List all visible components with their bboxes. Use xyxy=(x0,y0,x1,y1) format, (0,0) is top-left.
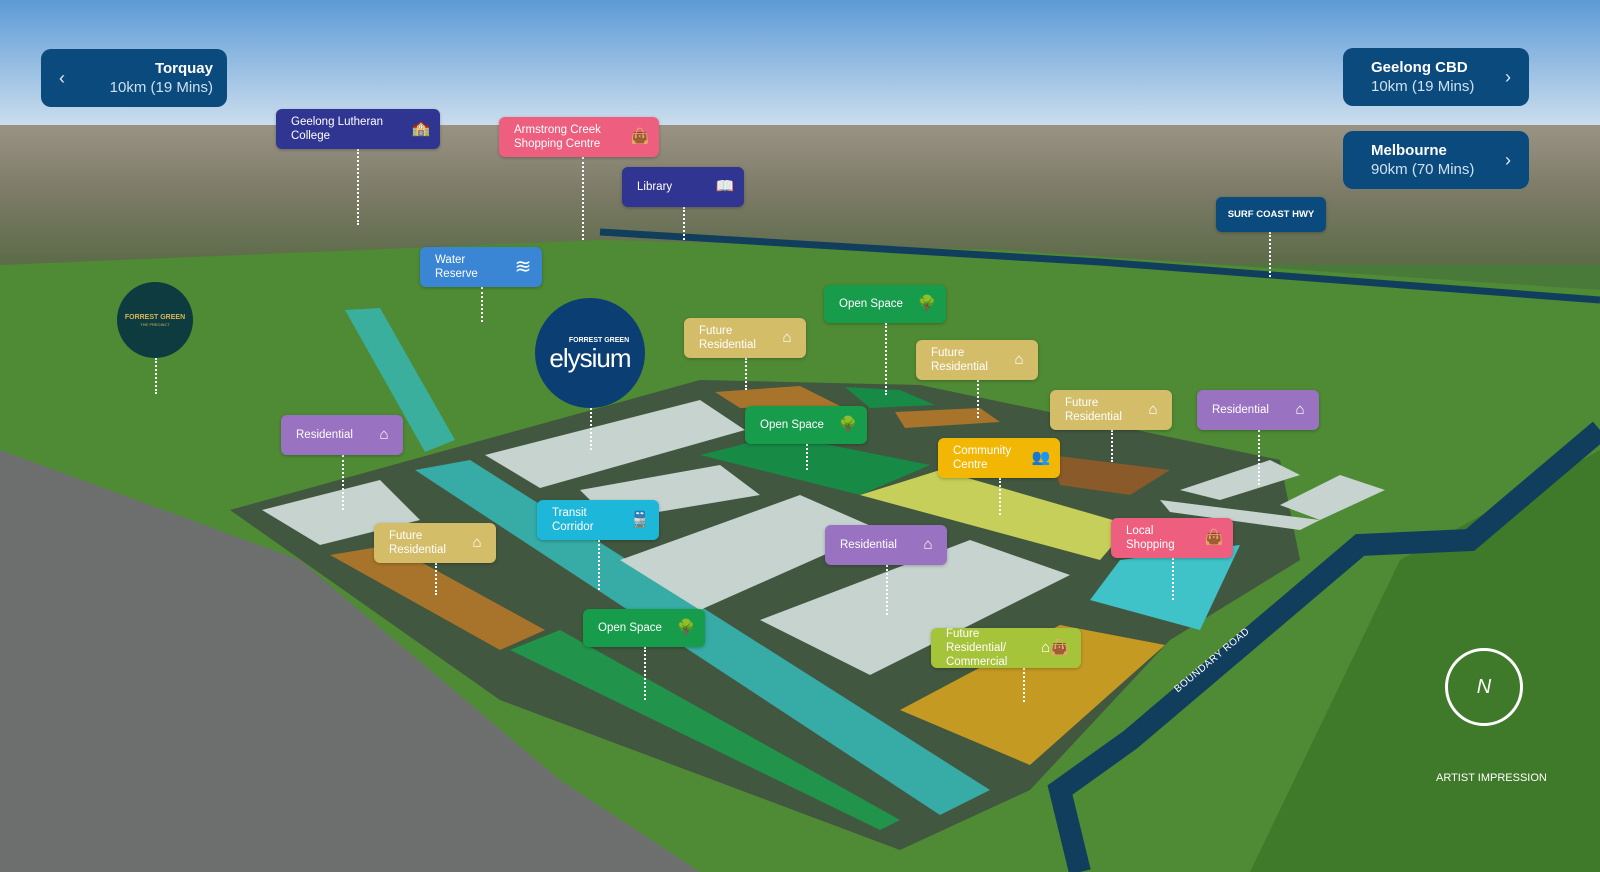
community-centre-zone xyxy=(860,470,1130,560)
sky xyxy=(0,0,1600,130)
residential-right3 xyxy=(1160,500,1320,530)
elysium-logo[interactable]: FORREST GREEN elysium xyxy=(535,298,645,408)
pin-line xyxy=(886,565,888,615)
boundary-road-line xyxy=(1047,421,1600,872)
torquay-nav-button[interactable]: ‹ Torquay 10km (19 Mins) xyxy=(41,49,227,107)
label-armstrong-creek[interactable]: Armstrong Creek Shopping Centre👜 xyxy=(499,117,659,157)
label-transit-corridor[interactable]: Transit Corridor🚆 xyxy=(537,500,659,540)
pin-line xyxy=(683,207,685,240)
pin-line xyxy=(1023,668,1025,702)
residential-right2 xyxy=(1280,475,1385,520)
open-space-top xyxy=(845,387,935,408)
pin-line xyxy=(357,149,359,225)
future-res-top xyxy=(715,386,840,408)
house-icon: ⌂ xyxy=(379,426,389,443)
pin-line xyxy=(745,358,747,390)
house-icon: ⌂ xyxy=(1014,351,1024,368)
chevron-left-icon: ‹ xyxy=(59,67,65,88)
train-icon: 🚆 xyxy=(630,511,650,528)
shopping-bag-icon: 👜 xyxy=(630,128,650,145)
label-future-residential[interactable]: Future Residential⌂ xyxy=(374,523,496,563)
pin-line xyxy=(1258,430,1260,485)
house-icon: ⌂ xyxy=(923,536,933,553)
right-field xyxy=(1250,450,1600,872)
pin-line xyxy=(885,323,887,395)
forrest-green-precinct-logo[interactable]: FORREST GREEN THE PRECINCT xyxy=(117,282,193,358)
pin-line xyxy=(582,157,584,240)
shopping-bag-icon: 👜 xyxy=(1204,529,1224,546)
people-icon: 👥 xyxy=(1031,449,1051,466)
residential-lower xyxy=(620,495,880,610)
chevron-right-icon: › xyxy=(1505,149,1511,170)
pin-line xyxy=(435,563,437,595)
label-residential[interactable]: Residential⌂ xyxy=(281,415,403,455)
future-res-commercial-zone xyxy=(900,625,1165,765)
pin-line xyxy=(590,408,592,450)
label-residential[interactable]: Residential⌂ xyxy=(825,525,947,565)
pin-line xyxy=(1269,232,1271,277)
future-res-top2 xyxy=(895,408,1000,428)
housing-left xyxy=(0,450,700,872)
pin-line xyxy=(342,455,344,510)
label-community-centre[interactable]: Community Centre👥 xyxy=(938,438,1060,478)
house-icon: ⌂ xyxy=(472,534,482,551)
label-future-residential[interactable]: Future Residential⌂ xyxy=(1050,390,1172,430)
house-icon: ⌂ xyxy=(782,329,792,346)
house-icon: ⌂ xyxy=(1148,401,1158,418)
melbourne-nav-button[interactable]: Melbourne 90km (70 Mins) › xyxy=(1343,131,1529,189)
label-library[interactable]: Library📖 xyxy=(622,167,744,207)
water-waves-icon: ≋ xyxy=(514,256,532,278)
trees-icon: 🌳 xyxy=(838,416,858,433)
label-future-residential[interactable]: Future Residential⌂ xyxy=(684,318,806,358)
label-water-reserve[interactable]: Water Reserve≋ xyxy=(420,247,542,287)
open-space-strip xyxy=(510,630,900,830)
school-icon: 🏫 xyxy=(411,120,431,137)
residential-mid xyxy=(485,400,745,488)
label-open-space[interactable]: Open Space🌳 xyxy=(583,609,705,647)
surf-coast-hwy-line xyxy=(599,228,1600,304)
open-space-central xyxy=(700,435,930,495)
future-res-left xyxy=(330,545,545,650)
pin-line xyxy=(155,358,157,394)
residential-lower-right xyxy=(760,540,1070,675)
pin-line xyxy=(806,444,808,470)
residential-right xyxy=(1180,460,1300,500)
label-future-residential[interactable]: Future Residential⌂ xyxy=(916,340,1038,380)
geelong-cbd-nav-button[interactable]: Geelong CBD 10km (19 Mins) › xyxy=(1343,48,1529,106)
book-icon: 📖 xyxy=(715,178,735,195)
trees-icon: 🌳 xyxy=(676,619,696,636)
house-shop-icon: ⌂👜 xyxy=(1041,639,1069,656)
label-surf-coast-hwy[interactable]: SURF COAST HWY xyxy=(1216,197,1326,232)
transit-strip-top xyxy=(345,308,455,452)
label-future-residential-commercial[interactable]: Future Residential/ Commercial⌂👜 xyxy=(931,628,1081,668)
local-shopping-zone xyxy=(1090,545,1240,630)
trees-icon: 🌳 xyxy=(917,295,937,312)
pin-line xyxy=(1111,430,1113,462)
future-res-right xyxy=(1050,455,1170,495)
artist-impression-caption: ARTIST IMPRESSION xyxy=(1436,772,1547,784)
label-open-space[interactable]: Open Space🌳 xyxy=(824,285,946,323)
compass-north-icon: N xyxy=(1445,648,1523,726)
pin-line xyxy=(1172,558,1174,600)
label-geelong-lutheran-college[interactable]: Geelong Lutheran College🏫 xyxy=(276,109,440,149)
pin-line xyxy=(598,540,600,590)
label-open-space[interactable]: Open Space🌳 xyxy=(745,406,867,444)
pin-line xyxy=(644,647,646,700)
label-local-shopping[interactable]: Local Shopping👜 xyxy=(1111,518,1233,558)
house-icon: ⌂ xyxy=(1295,401,1305,418)
pin-line xyxy=(999,478,1001,515)
pin-line xyxy=(977,380,979,418)
pin-line xyxy=(481,287,483,322)
label-residential[interactable]: Residential⌂ xyxy=(1197,390,1319,430)
chevron-right-icon: › xyxy=(1505,66,1511,87)
